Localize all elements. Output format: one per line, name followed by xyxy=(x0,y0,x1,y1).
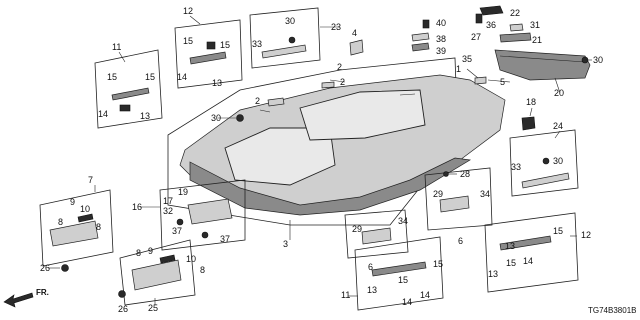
callout-9: 9 xyxy=(148,246,153,256)
callout-14: 14 xyxy=(98,109,108,119)
assist-light-group-23 xyxy=(249,7,321,69)
callout-36: 36 xyxy=(486,20,496,30)
callout-33: 33 xyxy=(252,39,262,49)
callout-15: 15 xyxy=(220,40,230,50)
callout-22: 22 xyxy=(510,8,520,18)
light-group-6-lower xyxy=(344,209,409,259)
callout-18: 18 xyxy=(526,97,536,107)
callout-2: 2 xyxy=(340,77,345,87)
grab-handle-group-11-lower xyxy=(354,236,444,311)
front-direction-arrow: FR. xyxy=(3,288,49,308)
callout-28: 28 xyxy=(460,169,470,179)
callout-6: 6 xyxy=(368,262,373,272)
callout-35: 35 xyxy=(462,54,472,64)
callout-15: 15 xyxy=(107,72,117,82)
callout-29: 29 xyxy=(433,189,443,199)
callout-30: 30 xyxy=(211,113,221,123)
diagram-code: TG74B3801B xyxy=(588,306,636,315)
callout-30: 30 xyxy=(285,16,295,26)
callout-2: 2 xyxy=(337,62,342,72)
callout-11: 11 xyxy=(112,42,121,52)
callout-11: 11 xyxy=(341,290,350,300)
callout-16: 16 xyxy=(132,202,142,212)
callout-15: 15 xyxy=(183,36,193,46)
callout-27: 27 xyxy=(471,32,481,42)
callout-39: 39 xyxy=(436,46,446,56)
callout-34: 34 xyxy=(398,216,408,226)
callout-30: 30 xyxy=(593,55,603,65)
callout-1: 1 xyxy=(456,64,461,74)
callout-6: 6 xyxy=(458,236,463,246)
callout-10: 10 xyxy=(186,254,196,264)
grab-handle-group-12-lower xyxy=(484,212,579,293)
rear-trim-panel-20 xyxy=(494,49,591,81)
light-group-6-right xyxy=(424,167,493,231)
callout-8: 8 xyxy=(96,222,101,232)
callout-8: 8 xyxy=(200,265,205,275)
callout-12: 12 xyxy=(183,6,193,16)
callout-9: 9 xyxy=(70,197,75,207)
callout-5: 5 xyxy=(500,77,505,87)
callout-10: 10 xyxy=(80,204,90,214)
sun-visor-group-25 xyxy=(119,239,196,306)
callout-12: 12 xyxy=(581,230,591,240)
callout-31: 31 xyxy=(530,20,540,30)
callout-33: 33 xyxy=(511,162,521,172)
callout-14: 14 xyxy=(420,290,430,300)
callout-14: 14 xyxy=(177,72,187,82)
callout-21: 21 xyxy=(532,35,542,45)
callout-40: 40 xyxy=(436,18,446,28)
roof-lining-panel xyxy=(167,57,506,226)
callout-17: 17 xyxy=(163,196,173,206)
fasteners xyxy=(61,56,589,298)
callout-29: 29 xyxy=(352,224,362,234)
callout-15: 15 xyxy=(506,258,516,268)
callout-8: 8 xyxy=(136,248,141,258)
callout-13: 13 xyxy=(367,285,377,295)
callout-13: 13 xyxy=(505,241,515,251)
clip-cluster-center-top xyxy=(349,19,430,56)
callout-26: 26 xyxy=(40,263,50,273)
map-light-group-16 xyxy=(159,179,246,251)
callout-14: 14 xyxy=(402,297,412,307)
callout-37: 37 xyxy=(220,234,230,244)
callout-19: 19 xyxy=(178,187,188,197)
callout-37: 37 xyxy=(172,226,182,236)
assist-light-group-24 xyxy=(509,129,579,197)
leader-lines xyxy=(48,15,592,305)
callout-30: 30 xyxy=(553,156,563,166)
callout-13: 13 xyxy=(212,78,222,88)
callout-32: 32 xyxy=(163,206,173,216)
callout-20: 20 xyxy=(554,88,564,98)
callout-2: 2 xyxy=(255,96,260,106)
callout-34: 34 xyxy=(480,189,490,199)
callout-15: 15 xyxy=(553,226,563,236)
callout-labels: 1 2 2 2 3 4 5 6 6 7 8 8 8 8 9 9 10 10 11… xyxy=(40,6,603,314)
grab-handle-group-12-upper xyxy=(174,19,243,89)
callout-15: 15 xyxy=(433,259,443,269)
callout-13: 13 xyxy=(488,269,498,279)
grab-handle-group-11-left xyxy=(94,49,163,129)
direction-label: FR. xyxy=(36,288,49,297)
callout-25: 25 xyxy=(148,303,158,313)
sun-visor-group-7 xyxy=(39,189,114,267)
callout-4: 4 xyxy=(352,28,357,38)
callout-24: 24 xyxy=(553,121,563,131)
callout-15: 15 xyxy=(398,275,408,285)
callout-8: 8 xyxy=(58,217,63,227)
callout-38: 38 xyxy=(436,34,446,44)
callout-26: 26 xyxy=(118,304,128,314)
clip-cluster-top-right xyxy=(475,5,532,43)
callout-3: 3 xyxy=(283,239,288,249)
callout-15: 15 xyxy=(145,72,155,82)
callout-14: 14 xyxy=(523,256,533,266)
callout-13: 13 xyxy=(140,111,150,121)
callout-7: 7 xyxy=(88,175,93,185)
